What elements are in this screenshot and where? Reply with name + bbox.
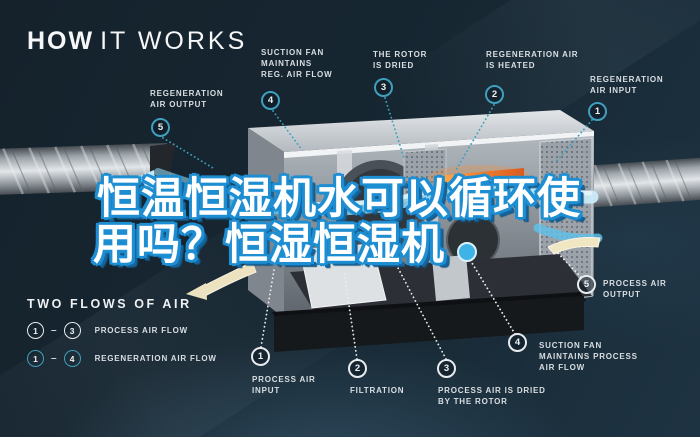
cream-arrow-right (547, 237, 601, 255)
leader-lines (162, 97, 593, 360)
callout-label-suction-fan-process: SUCTION FAN MAINTAINS PROCESS AIR FLOW (539, 341, 638, 372)
cream-arrowhead-left (186, 283, 207, 300)
legend-label: REGENERATION AIR FLOW (94, 354, 217, 363)
title-bold: HOW (27, 27, 95, 55)
callout-label-process-air-output: PROCESS AIR OUTPUT (603, 279, 667, 299)
callout-label-process-air-input: PROCESS AIR INPUT (252, 375, 316, 395)
stream-arrowhead (128, 170, 156, 192)
callout-number-4-regeneration: 4 (261, 91, 280, 110)
callout-number-5-process: 5 (577, 275, 596, 294)
title-light: IT WORKS (100, 27, 248, 55)
callout-label-regeneration-air-input: REGENERATION AIR INPUT (590, 75, 664, 95)
callout-label-process-air-dried: PROCESS AIR IS DRIED BY THE ROTOR (438, 386, 546, 406)
callout-label-rotor-is-dried: THE ROTOR IS DRIED (373, 50, 428, 70)
right-duct (579, 157, 700, 208)
callout-label-filtration: FILTRATION (350, 386, 405, 395)
callout-number-3-process: 3 (437, 359, 456, 378)
legend-dash: – (51, 353, 57, 364)
legend-row-process-air-flow: 1 – 3 PROCESS AIR FLOW (27, 322, 188, 339)
callout-number-2-regeneration: 2 (485, 85, 504, 104)
legend-dash: – (51, 325, 57, 336)
headline-line2: 用吗？恒湿恒湿机 (93, 221, 445, 269)
machine-body (248, 110, 594, 352)
callout-label-regeneration-air-heated: REGENERATION AIR IS HEATED (486, 50, 579, 70)
callout-number-5-regeneration: 5 (151, 118, 170, 137)
legend-circle-to: 4 (63, 350, 81, 367)
legend-heading: TWO FLOWS OF AIR (27, 297, 192, 311)
callout-label-suction-fan-reg: SUCTION FAN MAINTAINS REG. AIR FLOW (261, 48, 333, 79)
callout-number-1-regeneration: 1 (588, 102, 607, 121)
callout-number-1-process: 1 (251, 347, 270, 366)
legend-row-regeneration-air-flow: 1 – 4 REGENERATION AIR FLOW (27, 350, 217, 367)
callout-number-2-process: 2 (348, 359, 367, 378)
legend-circle-from: 1 (27, 322, 44, 339)
callout-number-4-process: 4 (508, 333, 527, 352)
callout-number-3-regeneration: 3 (374, 78, 393, 97)
legend-circle-to: 3 (63, 322, 81, 339)
callout-label-regeneration-air-output: REGENERATION AIR OUTPUT (150, 89, 224, 109)
legend-circle-from: 1 (27, 350, 44, 367)
legend-label: PROCESS AIR FLOW (94, 326, 188, 335)
fan-hub (457, 242, 477, 262)
headline-line1: 恒温恒湿机水可以循环使 (97, 175, 581, 223)
